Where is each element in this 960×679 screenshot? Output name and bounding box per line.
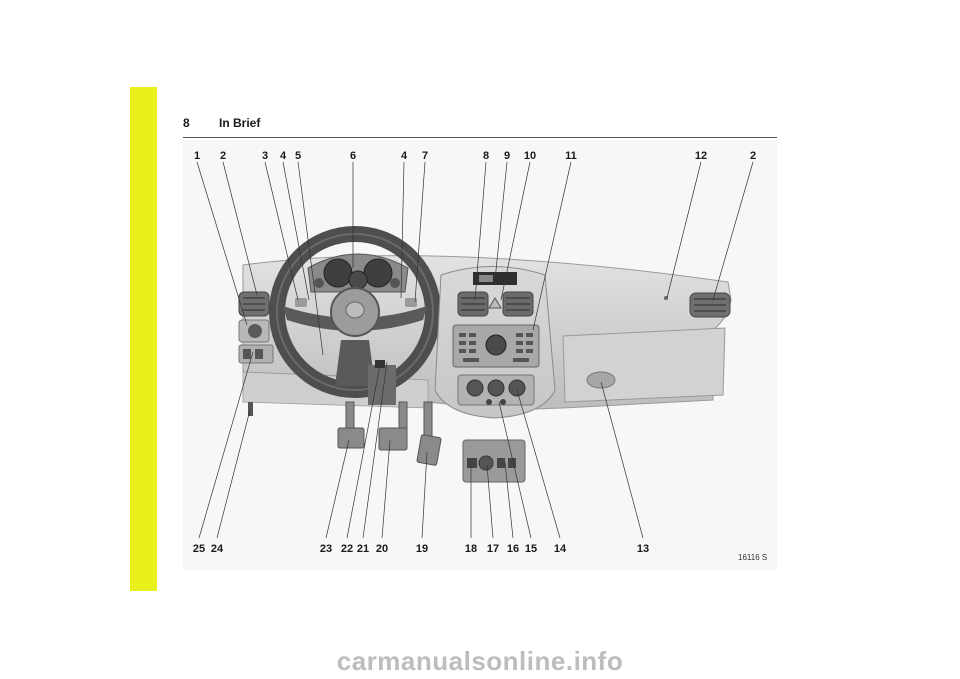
callout-bottom-14: 14 [554,543,567,555]
callout-top-11: 11 [565,150,577,162]
callout-bottom-23: 23 [320,543,332,555]
callout-top-4: 4 [280,150,287,162]
glovebox [562,327,726,403]
callout-bottom-20: 20 [376,543,388,555]
callout-bottom-22: 22 [341,543,353,555]
callout-top-12: 12 [695,150,707,162]
callout-top-8: 8 [483,150,489,162]
callout-top-5: 5 [295,150,301,162]
callout-top-2b: 2 [750,150,756,162]
callout-top-2: 2 [220,150,226,162]
yellow-margin-bar [130,87,157,591]
dashboard-illustration: 1 2 3 4 5 6 4 7 8 9 10 11 12 2 25 24 23 … [183,140,777,570]
figure-code: 16116 S [738,553,768,562]
callout-bottom-15: 15 [525,543,537,555]
watermark: carmanualsonline.info [336,646,624,676]
callout-top-4b: 4 [401,150,408,162]
callout-bottom-13: 13 [637,543,649,555]
callout-bottom-25: 25 [193,543,205,555]
header-rule [183,137,777,138]
callout-bottom-24: 24 [211,543,224,555]
callout-top-1: 1 [194,150,200,162]
callout-bottom-16: 16 [507,543,519,555]
lower-console [462,439,526,483]
callout-top-10: 10 [524,150,536,162]
callout-top-6: 6 [350,150,356,162]
callout-bottom-17: 17 [487,543,499,555]
callout-top-3: 3 [262,150,268,162]
section-title: In Brief [219,116,261,130]
page-number: 8 [183,116,190,130]
callout-top-7: 7 [422,150,428,162]
callout-bottom-21: 21 [357,543,369,555]
callout-top-9: 9 [504,150,510,162]
callout-bottom-19: 19 [416,543,428,555]
callout-bottom-18: 18 [465,543,477,555]
